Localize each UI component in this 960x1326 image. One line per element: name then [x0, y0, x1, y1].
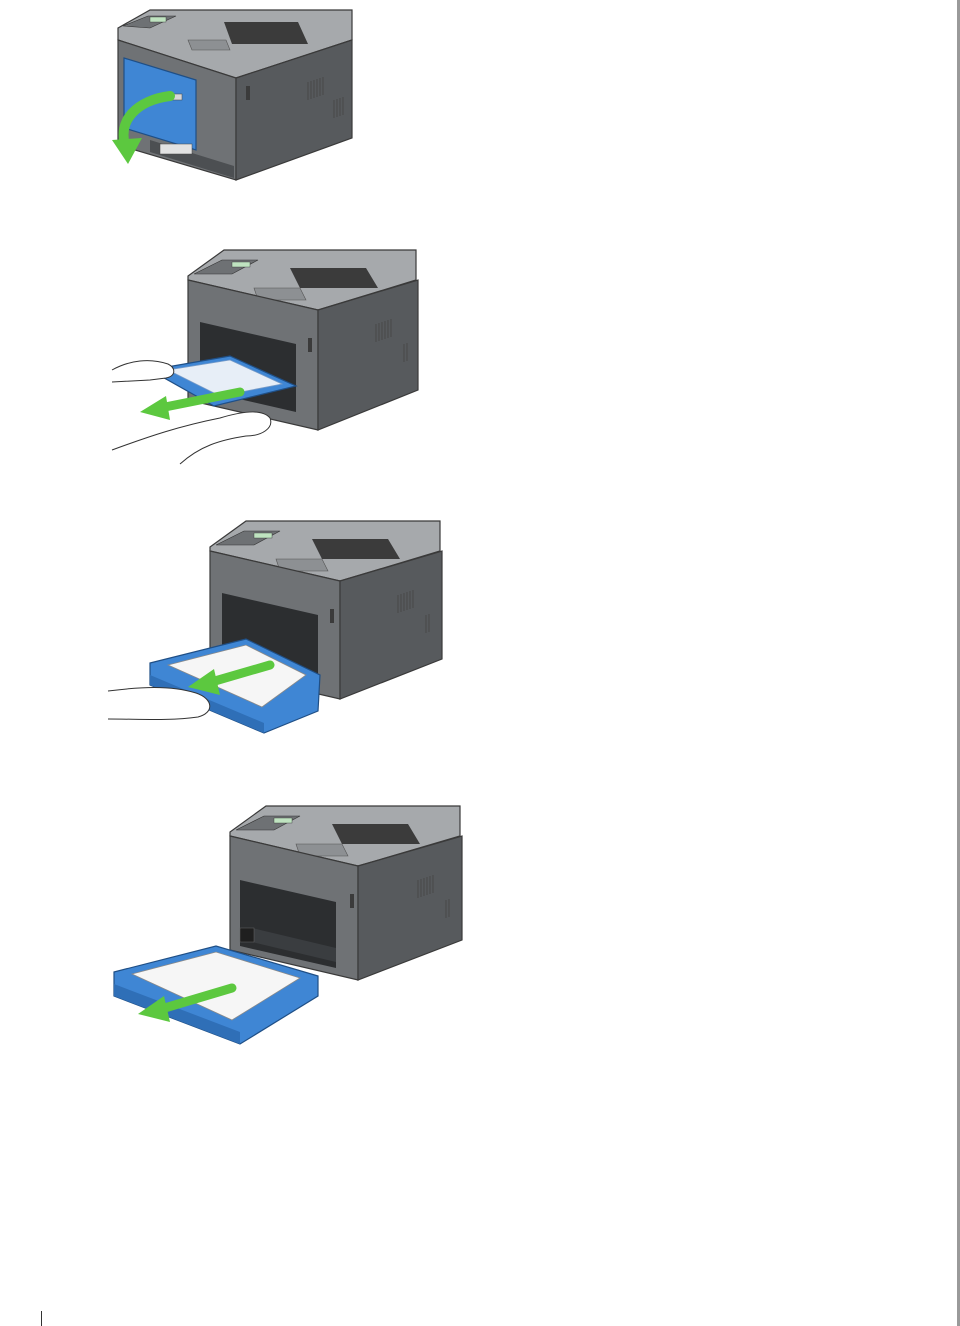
figure-pull-tray — [0, 515, 520, 740]
figure-tray-removed — [0, 800, 520, 1055]
printer-illustration-2 — [0, 240, 520, 470]
printer-illustration-3 — [0, 515, 520, 740]
printer-illustration-4 — [0, 800, 520, 1055]
footer-rule — [41, 1311, 42, 1326]
printer-illustration-1 — [0, 0, 520, 190]
figure-remove-mpf-paper — [0, 240, 520, 470]
figure-open-mpf-cover — [0, 0, 520, 190]
